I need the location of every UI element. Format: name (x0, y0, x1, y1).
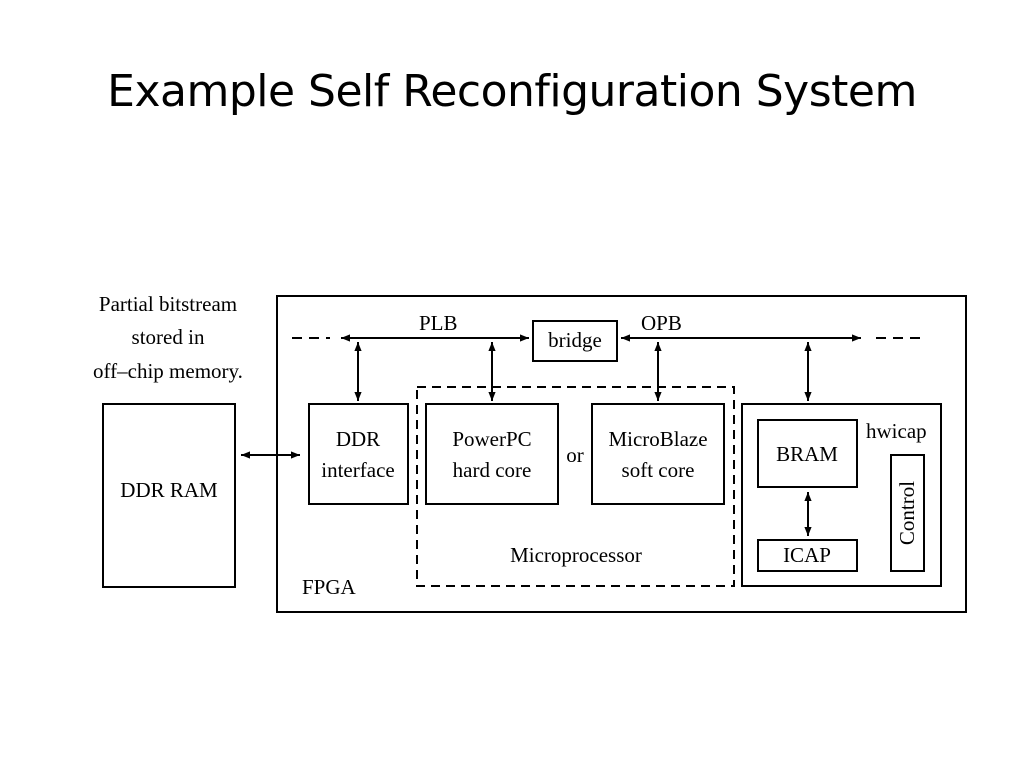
powerpc-line-1: PowerPC (452, 427, 531, 451)
hwicap-box (741, 403, 942, 587)
powerpc-line-2: hard core (453, 458, 532, 482)
bram-box (757, 419, 858, 488)
microblaze-line-1: MicroBlaze (608, 427, 707, 451)
fpga-label: FPGA (302, 575, 357, 599)
ddr-interface-box (308, 403, 409, 505)
ddr-ram-label: DDR RAM (120, 478, 218, 502)
microblaze-box (591, 403, 725, 505)
bridge-box (532, 320, 618, 362)
bridge-label: bridge (548, 328, 602, 352)
note-line-2: stored in (132, 325, 205, 349)
ddr-interface-line-1: DDR (336, 427, 380, 451)
ddr-ram-box (102, 403, 236, 588)
control-label: Control (895, 481, 919, 545)
control-box (890, 454, 925, 572)
ddr-interface-line-2: interface (321, 458, 394, 482)
microblaze-line-2: soft core (622, 458, 695, 482)
icap-label: ICAP (783, 543, 831, 567)
microprocessor-group (416, 386, 735, 587)
opb-label: OPB (641, 311, 682, 335)
slide-title: Example Self Reconfiguration System (107, 66, 917, 117)
powerpc-box (425, 403, 559, 505)
bram-label: BRAM (776, 442, 838, 466)
icap-box (757, 539, 858, 572)
or-label: or (566, 443, 584, 467)
microprocessor-label: Microprocessor (510, 543, 642, 567)
note-line-3: off–chip memory. (93, 359, 243, 383)
hwicap-label: hwicap (866, 419, 927, 443)
plb-label: PLB (419, 311, 458, 335)
note-line-1: Partial bitstream (99, 292, 237, 316)
